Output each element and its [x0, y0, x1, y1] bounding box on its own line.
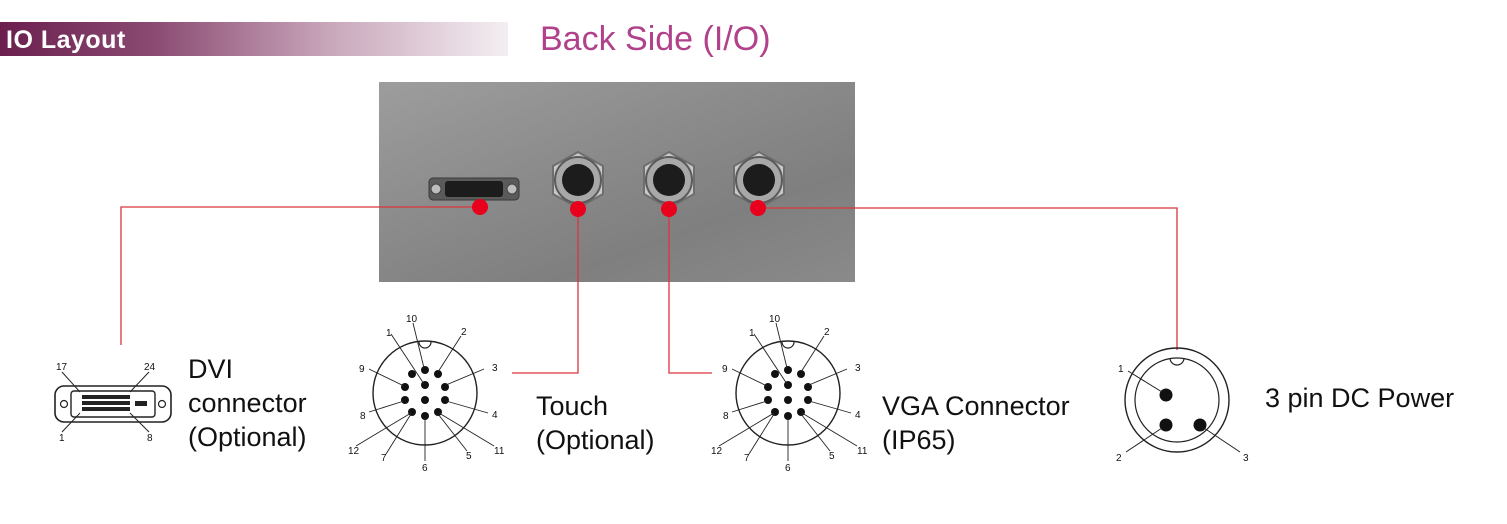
vga-marker — [661, 201, 677, 217]
section-title: IO Layout — [6, 26, 126, 54]
dvi-leader-line — [120, 206, 480, 345]
power-pin-1: 1 — [1118, 364, 1124, 375]
panel-touch-port — [552, 150, 604, 210]
vga-pin-12: 12 — [711, 446, 723, 457]
dvi-label-line3: (Optional) — [188, 422, 307, 452]
touch-pin-10: 10 — [406, 314, 418, 325]
back-panel-photo — [379, 82, 855, 282]
panel-connectors — [428, 150, 785, 210]
touch-pin-9: 9 — [359, 364, 365, 375]
dvi-marker — [472, 199, 488, 215]
touch-label-line2: (Optional) — [536, 425, 655, 455]
vga-pin-9: 9 — [722, 364, 728, 375]
vga-pin-11: 11 — [857, 446, 868, 457]
vga-pin-1: 1 — [749, 328, 755, 339]
touch-pin-2: 2 — [461, 327, 467, 338]
touch-pin-3: 3 — [492, 363, 498, 374]
touch-pin-6: 6 — [422, 463, 428, 474]
dvi-pin-24: 24 — [144, 362, 156, 373]
vga-pin-2: 2 — [824, 327, 830, 338]
power-label: 3 pin DC Power — [1265, 381, 1454, 415]
power-leader-line — [758, 207, 1178, 350]
touch-label: Touch (Optional) — [536, 389, 655, 457]
vga-pin-6: 6 — [785, 463, 791, 474]
vga-pin-10: 10 — [769, 314, 781, 325]
section-header-bar: IO Layout — [0, 22, 508, 56]
panel-vga-port — [643, 150, 695, 210]
touch-pin-5: 5 — [466, 451, 472, 462]
panel-dvi-port — [428, 177, 520, 201]
touch-leader-line — [512, 209, 579, 374]
vga-pin-4: 4 — [855, 410, 861, 421]
vga-label-line1: VGA Connector — [882, 391, 1070, 421]
vga-label-line2: (IP65) — [882, 425, 956, 455]
power-pin-3: 3 — [1243, 453, 1249, 464]
power-label-line1: 3 pin DC Power — [1265, 383, 1455, 413]
dvi-label: DVI connector (Optional) — [188, 352, 307, 454]
touch-label-line1: Touch — [536, 391, 609, 421]
dvi-pin-8: 8 — [147, 433, 153, 444]
touch-pin-1: 1 — [386, 328, 392, 339]
vga-pin-5: 5 — [829, 451, 835, 462]
page-title: Back Side (I/O) — [540, 20, 771, 58]
vga-pin-8: 8 — [723, 411, 729, 422]
vga-label: VGA Connector (IP65) — [882, 389, 1070, 457]
touch-pin-8: 8 — [360, 411, 366, 422]
touch-pin-7: 7 — [381, 453, 387, 464]
touch-pin-11: 11 — [494, 446, 505, 457]
vga-pin-7: 7 — [744, 453, 750, 464]
panel-power-port — [733, 150, 785, 210]
vga-pin-3: 3 — [855, 363, 861, 374]
power-pin-2: 2 — [1116, 453, 1122, 464]
dvi-pin-17: 17 — [56, 362, 68, 373]
dvi-label-line1: DVI — [188, 354, 234, 384]
power-marker — [750, 200, 766, 216]
dvi-pin-1: 1 — [59, 433, 65, 444]
dvi-label-line2: connector — [188, 388, 307, 418]
touch-marker — [570, 201, 586, 217]
vga-leader-line — [668, 209, 712, 374]
touch-pin-4: 4 — [492, 410, 498, 421]
touch-pin-12: 12 — [348, 446, 360, 457]
